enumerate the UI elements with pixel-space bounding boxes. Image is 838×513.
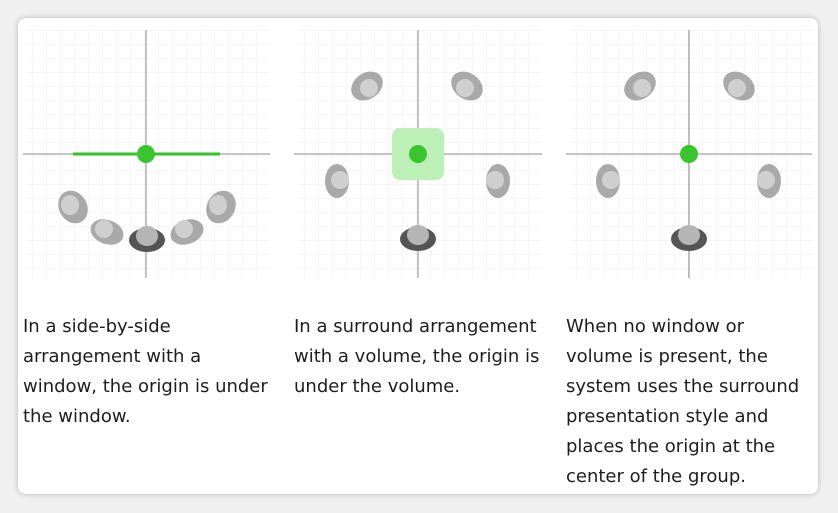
person-mid-right (757, 164, 781, 198)
surround-volume-diagram (294, 30, 542, 278)
person-top-right (451, 71, 483, 101)
caption-side-by-side: In a side-by-side arrangement with a win… (23, 316, 268, 427)
origin-dot (409, 145, 427, 163)
person-right-1 (206, 190, 236, 224)
person-left-2 (90, 219, 124, 245)
person-mid-left (596, 164, 620, 198)
person-center (129, 226, 165, 252)
side-by-side-diagram (23, 30, 270, 278)
person-bottom (400, 225, 436, 251)
person-right-2 (170, 219, 204, 245)
person-mid-right (486, 164, 510, 198)
origin-dot (137, 145, 155, 163)
caption-surround-empty: When no window or volume is present, the… (566, 316, 800, 487)
origin-dot (680, 145, 698, 163)
person-mid-left (325, 164, 349, 198)
person-top-right (723, 71, 755, 101)
person-left-1 (58, 190, 88, 224)
person-top-left (624, 71, 656, 101)
diagram-card: In a side-by-side arrangement with a win… (18, 18, 818, 494)
person-top-left (351, 71, 383, 101)
surround-empty-diagram (566, 30, 812, 278)
caption-surround-volume: In a surround arrangement with a volume,… (294, 316, 540, 397)
person-bottom (671, 225, 707, 251)
